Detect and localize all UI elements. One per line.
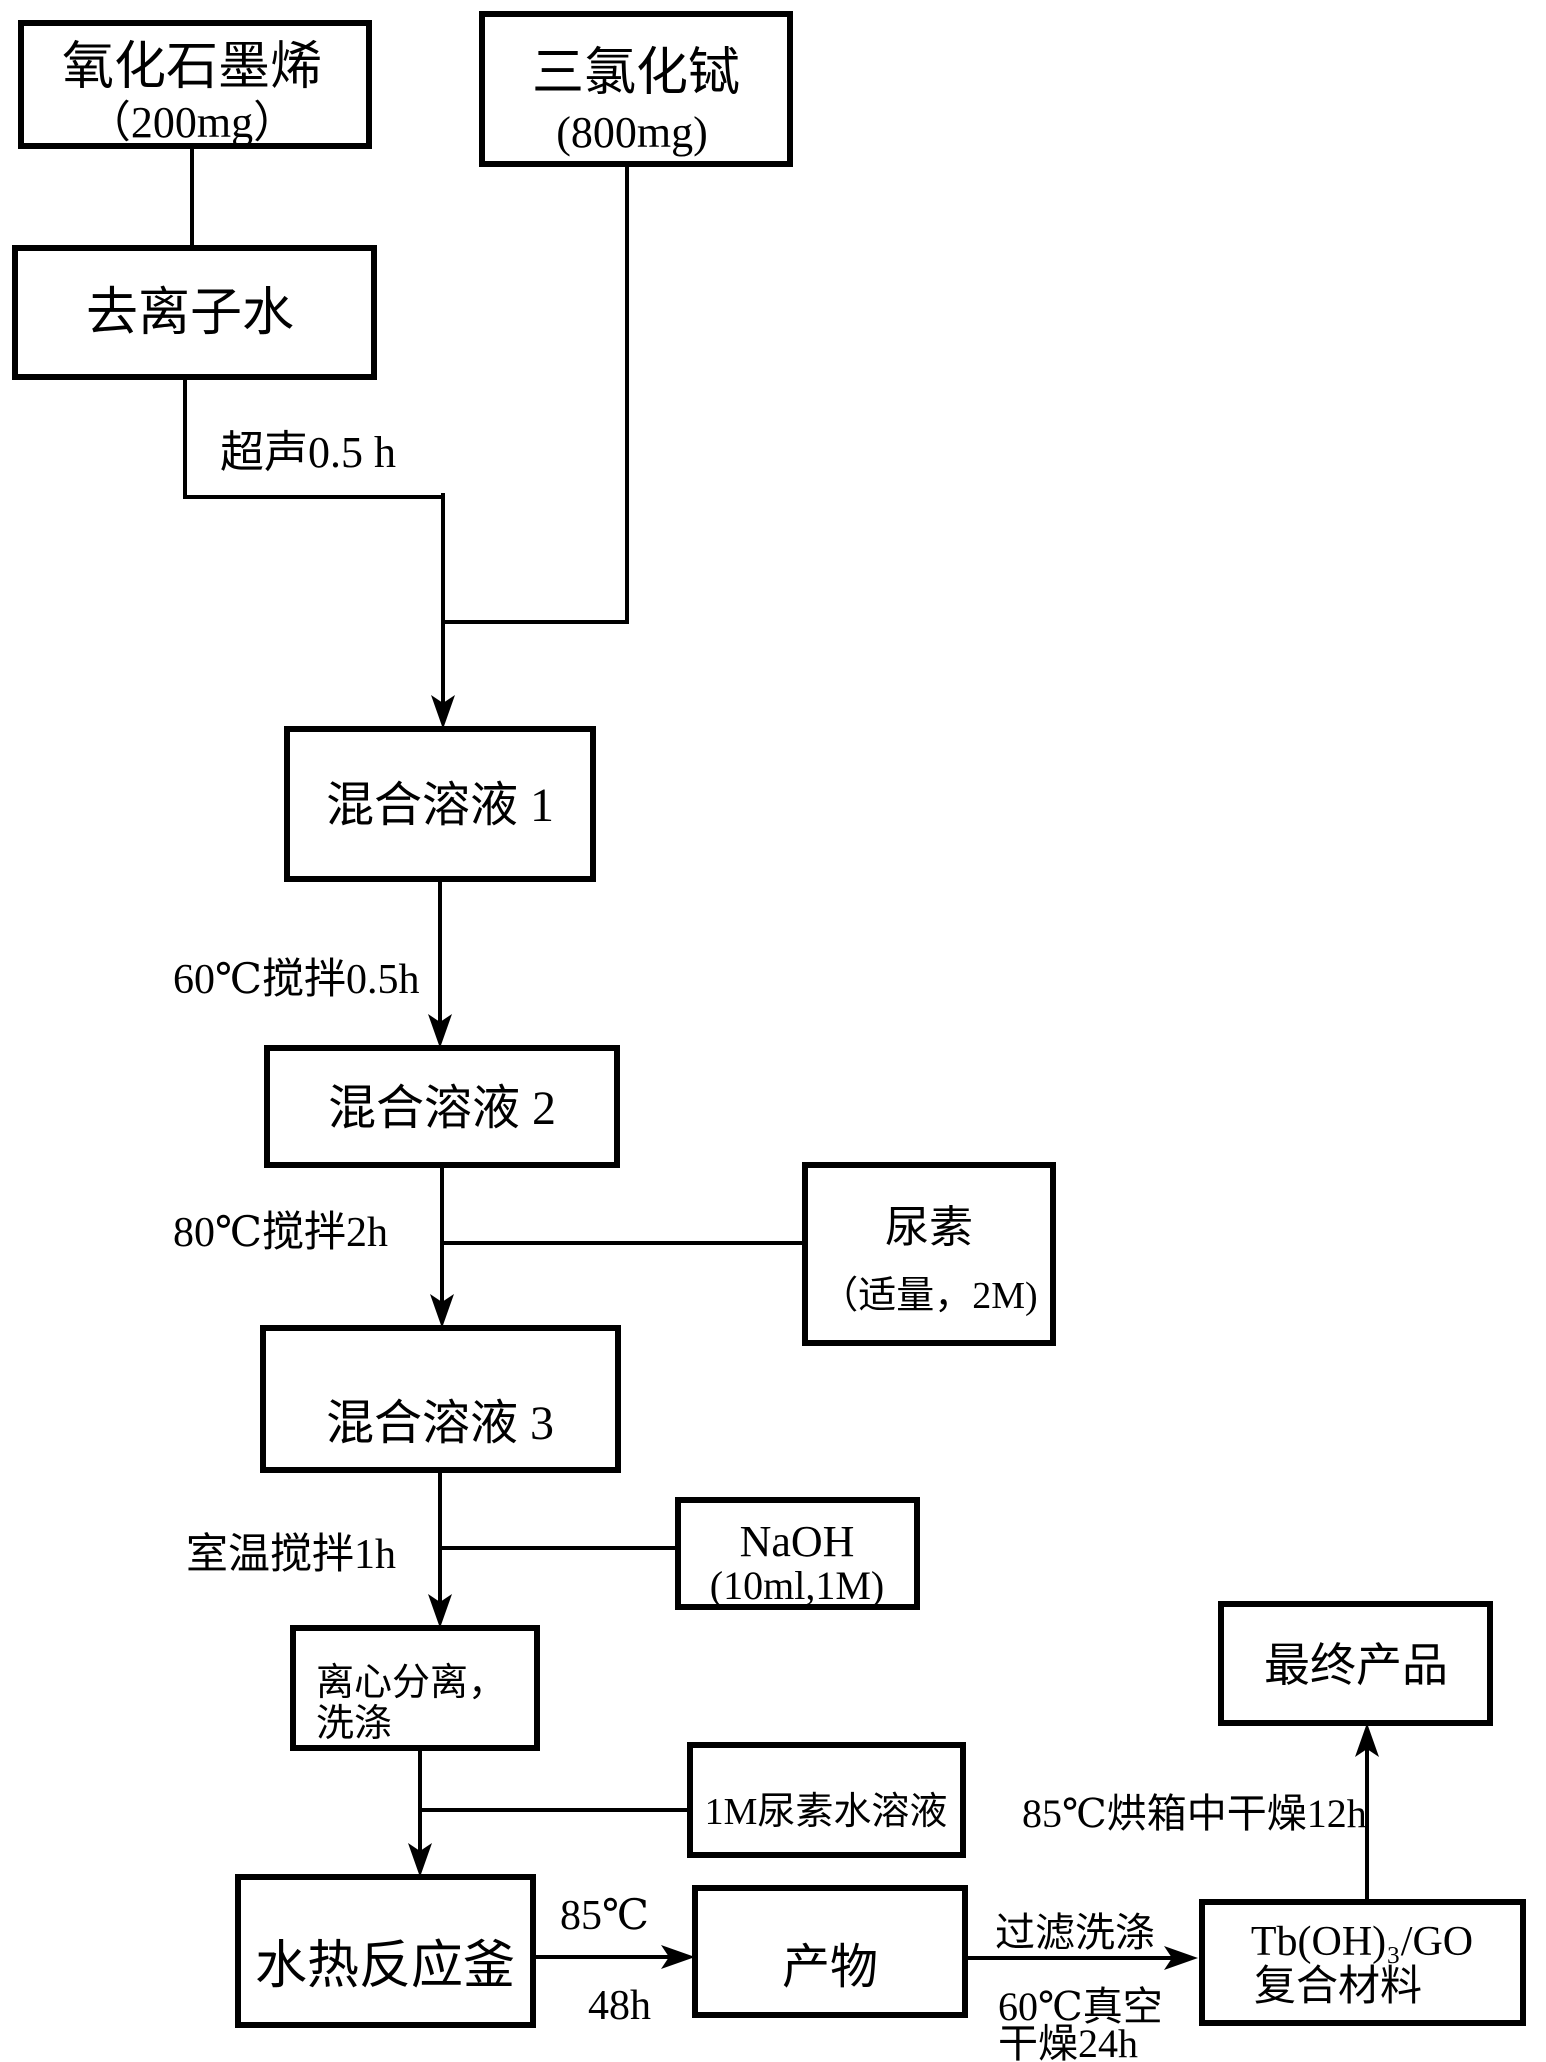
node-hydrothermal-reactor-label: 水热反应釜 bbox=[255, 1938, 515, 1995]
node-graphene-oxide-amount: （200mg） bbox=[87, 98, 297, 147]
node-mixed-solution-1-label: 混合溶液 1 bbox=[326, 779, 554, 832]
edge-label-filter-wash: 过滤洗涤 bbox=[995, 1910, 1155, 1955]
arrowhead-into-final bbox=[1355, 1723, 1379, 1757]
node-mixed-solution-1-box bbox=[284, 726, 596, 882]
node-graphene-oxide-box bbox=[18, 20, 372, 149]
node-centrifuge-wash-line1: 离心分离， bbox=[316, 1662, 506, 1704]
node-centrifuge-wash-box bbox=[290, 1625, 540, 1751]
node-final-product-label: 最终产品 bbox=[1264, 1640, 1448, 1691]
edge-label-stir-60c: 60℃搅拌0.5h bbox=[173, 957, 419, 1003]
arrowhead-into-reactor bbox=[408, 1843, 432, 1877]
node-product-box bbox=[692, 1885, 968, 2018]
node-urea-box bbox=[802, 1162, 1056, 1346]
arrowhead-into-mix1 bbox=[431, 695, 455, 729]
node-naoh-label: NaOH bbox=[740, 1517, 855, 1566]
node-deionized-water-box bbox=[12, 245, 377, 380]
node-terbium-trichloride-box bbox=[479, 11, 793, 167]
node-graphene-oxide-label: 氧化石墨烯 bbox=[62, 39, 322, 96]
arrowhead-into-product bbox=[661, 1945, 695, 1969]
node-deionized-water-label: 去离子水 bbox=[86, 285, 294, 342]
node-urea-solution-1m-box bbox=[687, 1742, 966, 1858]
node-tb-go-composite-line2: 复合材料 bbox=[1254, 1964, 1422, 2010]
node-terbium-trichloride-label: 三氯化铽 bbox=[532, 45, 740, 102]
edge-label-temp-85c: 85℃ bbox=[560, 1893, 649, 1939]
node-terbium-trichloride-amount: (800mg) bbox=[556, 108, 708, 157]
node-urea-solution-1m-label: 1M尿素水溶液 bbox=[705, 1791, 948, 1833]
node-tb-go-composite-line1: Tb(OH)₃/GO bbox=[1251, 1919, 1473, 1965]
edge-label-time-48h: 48h bbox=[588, 1983, 651, 2029]
arrowhead-into-composite bbox=[1164, 1946, 1198, 1970]
edge-label-oven-dry: 85℃烘箱中干燥12h bbox=[1022, 1791, 1367, 1836]
node-mixed-solution-3-box bbox=[260, 1325, 621, 1473]
edge-label-ultrasonic: 超声0.5 h bbox=[220, 428, 396, 477]
edge-label-stir-room-temp: 室温搅拌1h bbox=[186, 1531, 396, 1578]
node-final-product-box bbox=[1218, 1601, 1493, 1726]
node-naoh-box bbox=[675, 1497, 920, 1610]
edge-label-stir-80c: 80℃搅拌2h bbox=[173, 1210, 388, 1256]
arrowhead-into-mix2 bbox=[428, 1014, 452, 1048]
edge-label-vacuum-60c: 60℃真空 bbox=[998, 1984, 1163, 2029]
node-product-label: 产物 bbox=[782, 1941, 878, 1994]
node-urea-label: 尿素 bbox=[885, 1203, 973, 1252]
node-tb-go-composite-box bbox=[1199, 1899, 1526, 2026]
arrowhead-into-mix3 bbox=[430, 1294, 454, 1328]
arrowhead-into-centrifuge bbox=[428, 1594, 452, 1628]
node-mixed-solution-2-label: 混合溶液 2 bbox=[328, 1082, 556, 1135]
edge-label-dry-24h: 干燥24h bbox=[998, 2021, 1138, 2062]
node-mixed-solution-2-box bbox=[264, 1045, 620, 1168]
node-naoh-amount: (10ml,1M) bbox=[710, 1563, 884, 1608]
node-mixed-solution-3-label: 混合溶液 3 bbox=[326, 1397, 554, 1450]
node-hydrothermal-reactor-box bbox=[235, 1874, 536, 2028]
node-urea-amount: （适量，2M) bbox=[820, 1275, 1037, 1317]
node-centrifuge-wash-line2: 洗涤 bbox=[316, 1703, 392, 1745]
